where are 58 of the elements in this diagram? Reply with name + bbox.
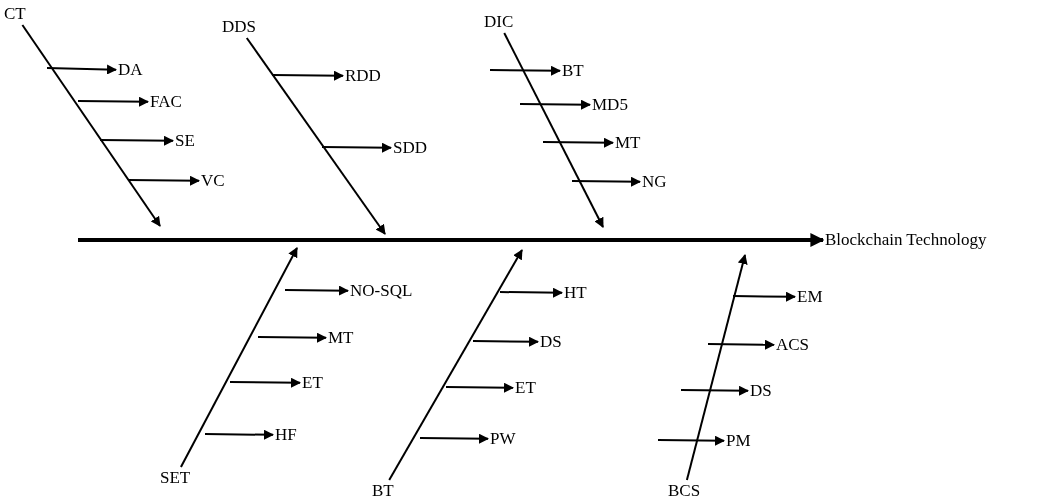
cause-label: FAC xyxy=(150,92,182,112)
category-label: CT xyxy=(4,4,26,24)
cause-label: RDD xyxy=(345,66,381,86)
cause-label: BT xyxy=(562,61,584,81)
arrow xyxy=(472,336,539,347)
arrow xyxy=(388,249,523,481)
arrow xyxy=(284,285,349,296)
effect-label: Blockchain Technology xyxy=(825,230,987,250)
arrow xyxy=(503,32,604,228)
category-label: BCS xyxy=(668,481,701,501)
category-label: DDS xyxy=(222,17,256,37)
cause-label: PW xyxy=(490,429,516,449)
cause-label: PM xyxy=(726,431,751,451)
arrow xyxy=(732,291,796,302)
arrow xyxy=(519,99,591,110)
arrow xyxy=(499,287,563,298)
category-label: BT xyxy=(372,481,394,501)
arrow xyxy=(204,429,274,440)
cause-label: NO-SQL xyxy=(350,281,413,301)
cause-label: MT xyxy=(615,133,641,153)
arrow xyxy=(78,233,825,247)
cause-label: MT xyxy=(328,328,354,348)
arrow xyxy=(245,37,386,235)
arrow xyxy=(657,435,725,446)
cause-label: VC xyxy=(201,171,225,191)
cause-label: NG xyxy=(642,172,667,192)
cause-label: DS xyxy=(750,381,772,401)
arrow xyxy=(445,382,514,393)
cause-label: SE xyxy=(175,131,195,151)
arrow xyxy=(680,385,749,396)
arrow xyxy=(419,433,489,444)
arrow xyxy=(542,137,614,148)
cause-label: EM xyxy=(797,287,823,307)
cause-label: ACS xyxy=(776,335,810,355)
arrow xyxy=(99,135,174,146)
arrow xyxy=(685,254,748,481)
arrow xyxy=(271,70,344,81)
arrow xyxy=(21,24,161,227)
arrow xyxy=(46,64,117,75)
arrow xyxy=(257,332,327,343)
category-label: DIC xyxy=(484,12,514,32)
cause-label: SDD xyxy=(393,138,427,158)
cause-label: ET xyxy=(515,378,536,398)
cause-label: DS xyxy=(540,332,562,352)
arrow xyxy=(707,339,775,350)
arrow xyxy=(179,247,298,468)
arrow xyxy=(127,175,200,186)
category-label: SET xyxy=(160,468,191,488)
cause-label: ET xyxy=(302,373,323,393)
cause-label: HF xyxy=(275,425,297,445)
cause-label: HT xyxy=(564,283,587,303)
arrow xyxy=(321,142,392,153)
arrow xyxy=(77,96,149,107)
arrow xyxy=(229,377,301,388)
cause-label: MD5 xyxy=(592,95,628,115)
arrow xyxy=(571,176,641,187)
cause-label: DA xyxy=(118,60,143,80)
arrow xyxy=(489,65,561,76)
